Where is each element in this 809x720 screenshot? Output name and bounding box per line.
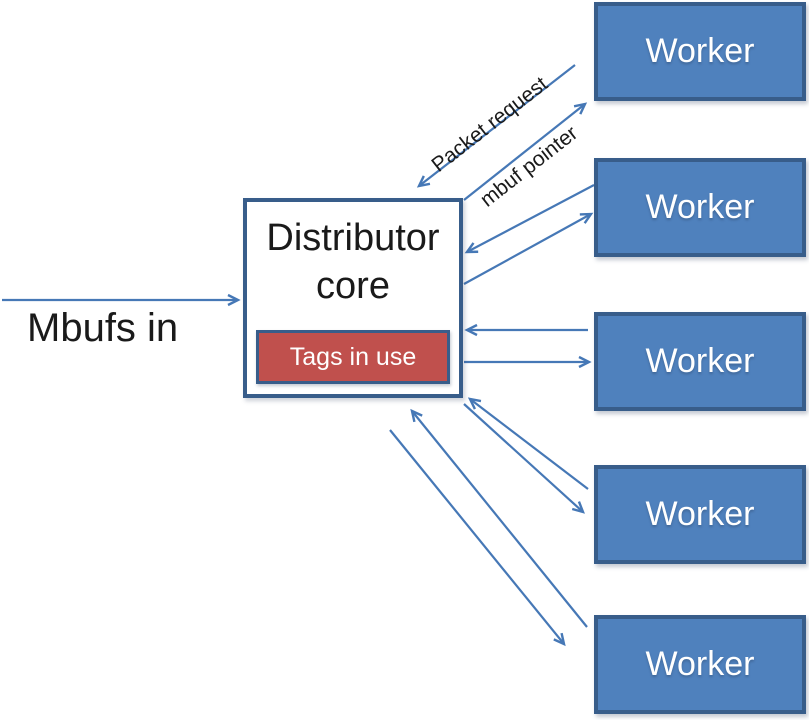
- worker2-mbuf-arrow: [463, 212, 594, 285]
- packet-request-arrow: [416, 64, 576, 188]
- worker-label: Worker: [645, 342, 755, 380]
- tags-in-use-box: Tags in use: [256, 330, 450, 384]
- worker-box-1: Worker: [594, 2, 806, 101]
- worker4-request-arrow: [467, 397, 589, 490]
- worker-box-2: Worker: [594, 158, 806, 257]
- worker2-request-arrow: [464, 184, 595, 254]
- worker-box-4: Worker: [594, 465, 806, 564]
- worker-label: Worker: [645, 645, 755, 683]
- worker5-mbuf-arrow: [389, 429, 566, 647]
- mbuf-pointer-arrow: [463, 102, 588, 201]
- worker-box-3: Worker: [594, 312, 806, 411]
- worker-label: Worker: [645, 188, 755, 226]
- worker4-mbuf-arrow: [463, 403, 585, 514]
- worker-box-5: Worker: [594, 615, 806, 714]
- worker-label: Worker: [645, 495, 755, 533]
- worker-label: Worker: [645, 32, 755, 70]
- distributor-core-label: Distributor core: [266, 217, 440, 307]
- distributor-core-box: Distributor core Tags in use: [243, 198, 463, 398]
- worker5-request-arrow: [410, 408, 588, 628]
- mbufs-in-label: Mbufs in: [27, 306, 179, 350]
- tags-in-use-label: Tags in use: [289, 342, 417, 371]
